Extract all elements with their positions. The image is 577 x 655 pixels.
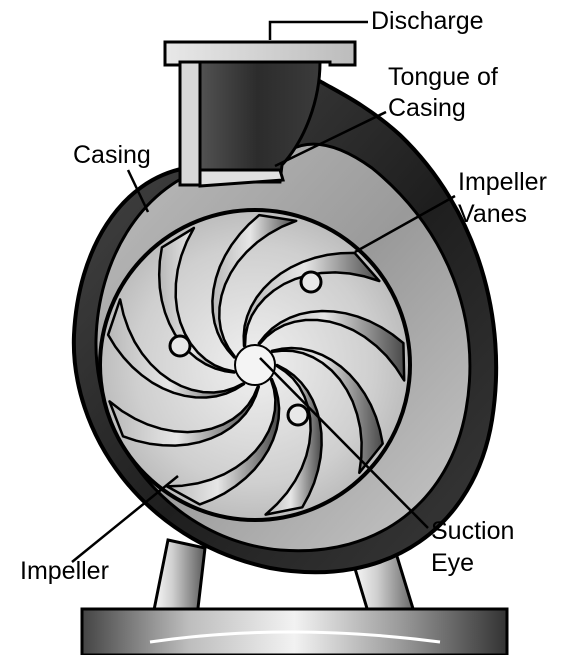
suction-eye-hub bbox=[235, 345, 275, 385]
neck-wall-left bbox=[180, 62, 200, 185]
impeller bbox=[100, 210, 410, 520]
label-tongue-of-casing-line2: Casing bbox=[388, 94, 466, 122]
label-suction-eye-line1: Suction bbox=[431, 517, 514, 545]
label-casing: Casing bbox=[73, 141, 151, 169]
label-impeller-vanes-line1: Impeller bbox=[458, 168, 547, 196]
label-impeller: Impeller bbox=[20, 557, 109, 585]
leader-discharge bbox=[270, 22, 368, 40]
label-tongue-of-casing-line1: Tongue of bbox=[388, 63, 498, 91]
label-suction-eye-line2: Eye bbox=[431, 549, 474, 577]
label-impeller-vanes-line2: Vanes bbox=[458, 200, 527, 228]
balance-hole bbox=[301, 272, 321, 292]
discharge-flange bbox=[165, 42, 355, 65]
label-discharge: Discharge bbox=[371, 7, 484, 35]
balance-hole bbox=[288, 405, 308, 425]
balance-hole bbox=[170, 336, 190, 356]
